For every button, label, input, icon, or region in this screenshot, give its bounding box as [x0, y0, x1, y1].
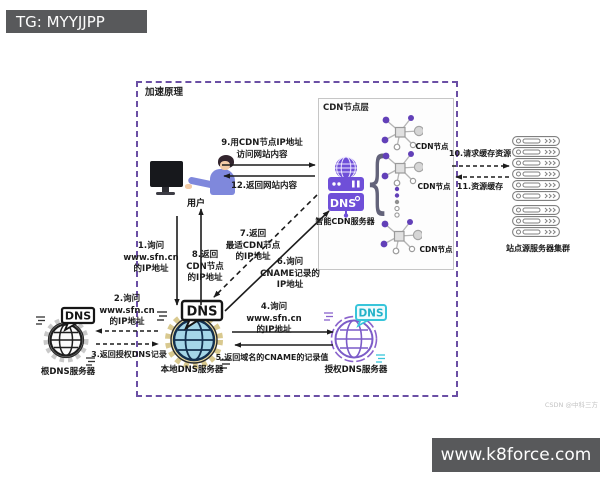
local-dns-label: 本地DNS服务器 [160, 365, 224, 375]
flow-label-3: 3.返回授权DNS记录 [91, 350, 167, 359]
cdn-node-label: CDN节点 [419, 245, 453, 254]
cdn-node-cluster-icon [380, 219, 422, 255]
smart-cdn-server-label: 智能CDN服务器 [315, 217, 375, 226]
flow-label-1: 1.询问 www.sfn.cn 的IP地址 [123, 241, 179, 274]
flow-label-10: 10.请求缓存资源 [448, 149, 512, 158]
hash-marks-icon [36, 316, 95, 366]
tg-badge: TG: MYYJJPP [6, 10, 147, 33]
dns-tag: DNS [358, 308, 383, 320]
person-face [220, 161, 230, 170]
flow-label-9: 9.用CDN节点IP地址 访问网站内容 [221, 138, 303, 160]
smart-cdn-dns-text: DNS [330, 197, 356, 210]
flow-label-4: 4.询问 www.sfn.cn 的IP地址 [246, 302, 302, 335]
hash-marks-icon [376, 354, 385, 363]
flow-label-2: 2.询问 www.sfn.cn 的IP地址 [99, 294, 155, 327]
dns-tag: DNS [65, 310, 91, 323]
user-illustration [148, 155, 238, 201]
origin-server-icon [512, 227, 560, 237]
watermark: CSDN @中科三方 [544, 401, 598, 409]
root-dns-icon: DNS [36, 306, 96, 366]
cdn-node-cluster-icon [381, 151, 423, 187]
origin-server-icon [512, 205, 560, 215]
cdn-node-label: CDN节点 [415, 142, 449, 151]
hash-marks-icon [157, 311, 230, 369]
origin-server-icon [512, 147, 560, 157]
diagram-title: 加速原理 [145, 87, 184, 98]
tg-badge-text: TG: MYYJJPP [16, 12, 105, 31]
flow-label-8: 8.返回 CDN节点 的IP地址 [186, 250, 224, 283]
monitor-icon [150, 161, 183, 187]
cdn-node-label: CDN节点 [417, 182, 451, 191]
hash-marks-icon [324, 312, 333, 321]
ellipsis-dots-icon [394, 186, 400, 218]
user-label: 用户 [186, 199, 205, 209]
auth-dns-icon: DNS [324, 304, 387, 363]
cdn-node-cluster-icon [381, 115, 423, 151]
origin-server-icon [512, 158, 560, 168]
origin-cluster-label: 站点源服务器集群 [506, 244, 570, 253]
monitor-base [156, 192, 175, 195]
flow-label-5: 5.返回域名的CNAME的记录值 [215, 353, 329, 362]
monitor-stand [162, 187, 169, 192]
flow-label-7: 7.返回 最适CDN节点 的IP地址 [225, 229, 281, 262]
origin-server-icon [512, 180, 560, 190]
auth-dns-label: 授权DNS服务器 [324, 365, 388, 375]
origin-server-icon [512, 191, 560, 201]
acceleration-principle-frame [136, 81, 458, 397]
flow-label-12: 12.返回网站内容 [230, 181, 298, 191]
origin-server-icon [512, 169, 560, 179]
site-badge-text: www.k8force.com [440, 445, 592, 465]
person-hand [185, 184, 192, 189]
local-dns-icon: DNS [157, 299, 230, 369]
cdn-layer-title: CDN节点层 [323, 103, 369, 113]
person-body [210, 169, 235, 195]
origin-server-icon [512, 136, 560, 146]
smart-cdn-server-icon: DNS [328, 156, 364, 218]
flow-label-6: 6.询问 CNAME记录的 IP地址 [260, 257, 320, 290]
site-badge: www.k8force.com [432, 438, 600, 472]
dns-tag: DNS [186, 305, 217, 320]
origin-server-icon [512, 216, 560, 226]
root-dns-label: 根DNS服务器 [40, 367, 96, 377]
flow-label-11: 11.资源缓存 [456, 182, 504, 191]
